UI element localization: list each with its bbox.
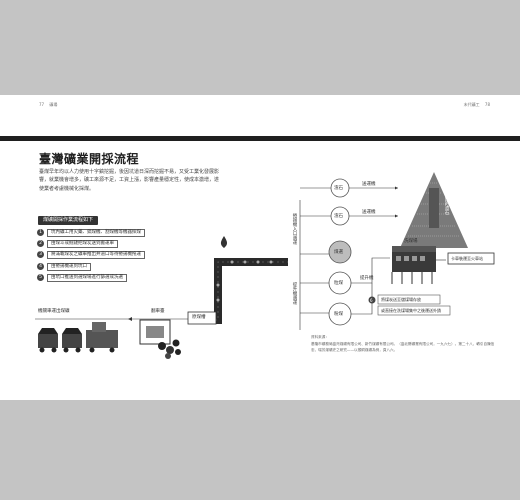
- step-5: 5 由坑口推送到選煤場進行篩選或洗選: [37, 273, 127, 282]
- node-label-waste-2: 渣石: [334, 214, 343, 219]
- node-label-sieve: 煤選: [334, 250, 343, 255]
- running-head-left: 77 礦場: [39, 102, 57, 108]
- raw-coal-bin-box: [187, 311, 217, 325]
- step-number: 2: [37, 240, 44, 247]
- waste-pile-label: 坑口的渣石: [444, 192, 449, 215]
- belt-label-2: 送運機: [362, 210, 376, 215]
- coal-drop-icon: [220, 236, 228, 248]
- node-label-lump: 粒煤: [334, 281, 343, 286]
- lift-label: 提升機: [360, 276, 374, 281]
- coal-conveyor-path: [195, 258, 288, 324]
- step-text: 坑內礦工用火藥、鎬煤機、割煤機等機器採煤: [47, 228, 145, 237]
- mine-cart-train-icon: [38, 322, 118, 353]
- left-page-number: 77: [39, 102, 45, 107]
- step-text: 由捲揚機運到坑口: [47, 262, 91, 271]
- running-head-right: 末代礦工 78: [464, 102, 490, 108]
- washing-plant-icon: [391, 246, 446, 284]
- tipper-icon: [139, 319, 181, 359]
- raw-coal-bin-label: 原煤槽: [192, 315, 206, 320]
- bottom-gray-band: [0, 400, 520, 500]
- step-number: 5: [37, 274, 44, 281]
- step-text: 由煤斗或掘鏈把煤炭送到搬運車: [47, 239, 118, 248]
- step-3: 3 將滿載煤炭之礦車推出井道口等待捲揚機拖運: [37, 250, 145, 259]
- intro-paragraph: 臺煤早年均以人力使用十字鎬挖掘，後因坑道日深而挖掘不易，又受工業化發展影響，就業…: [39, 169, 220, 192]
- washing-plant-label: 洗煤場: [404, 239, 418, 244]
- page-title: 臺灣礦業開採流程: [39, 152, 140, 166]
- sources-text: 基隆市礦務局臺灣煤礦有限公司、新竹煤礦有限公司。（臺北縣礦業有限公司，一九六七）…: [311, 342, 495, 352]
- node-label-waste-1: 渣石: [334, 186, 343, 191]
- mine-cart-label: 機關車運出煤礦: [38, 309, 70, 314]
- step-6-number: 6: [370, 297, 373, 303]
- step-text: 由坑口推送到選煤場進行篩選或洗選: [47, 273, 127, 282]
- lift-conveyor-label: 提升機選運: [292, 282, 297, 305]
- step-6-text: 將煤炭送至儲煤場存放: [381, 297, 421, 302]
- waste-pile-icon: [400, 172, 468, 248]
- step-number: 4: [37, 263, 44, 270]
- winch-lift-label: 捲揚機入口選運: [292, 213, 297, 245]
- step-2: 2 由煤斗或掘鏈把煤炭送到搬運車: [37, 239, 118, 248]
- right-section-label: 末代礦工: [463, 102, 480, 107]
- coal-yard-box: [447, 252, 495, 265]
- steps-heading: 煤礦開採作業流程如下: [38, 216, 99, 225]
- right-page-number: 78: [484, 102, 490, 107]
- top-gray-band: [0, 0, 520, 95]
- left-section-label: 礦場: [49, 102, 58, 107]
- step-text: 將滿載煤炭之礦車推出井道口等待捲揚機拖運: [47, 250, 145, 259]
- step-6-text-2: 或直接在洗煤場集中之後運送外銷: [381, 308, 441, 313]
- step-4: 4 由捲揚機運到坑口: [37, 262, 91, 271]
- header-rule: [0, 136, 520, 141]
- mining-process-diagram: [35, 172, 495, 359]
- node-sieve-coal: [328, 240, 352, 264]
- step-number: 1: [37, 229, 44, 236]
- coal-yard-label: 卡車裝運至火車站: [451, 256, 483, 261]
- belt-label-1: 送運機: [362, 182, 376, 187]
- step-1: 1 坑內礦工用火藥、鎬煤機、割煤機等機器採煤: [37, 228, 145, 237]
- step-6-marker: [368, 296, 376, 304]
- tipper-label: 翻車臺: [151, 309, 165, 314]
- step-number: 3: [37, 251, 44, 258]
- node-label-powder: 粉煤: [334, 312, 343, 317]
- sources-label: 資料來源：: [311, 335, 329, 339]
